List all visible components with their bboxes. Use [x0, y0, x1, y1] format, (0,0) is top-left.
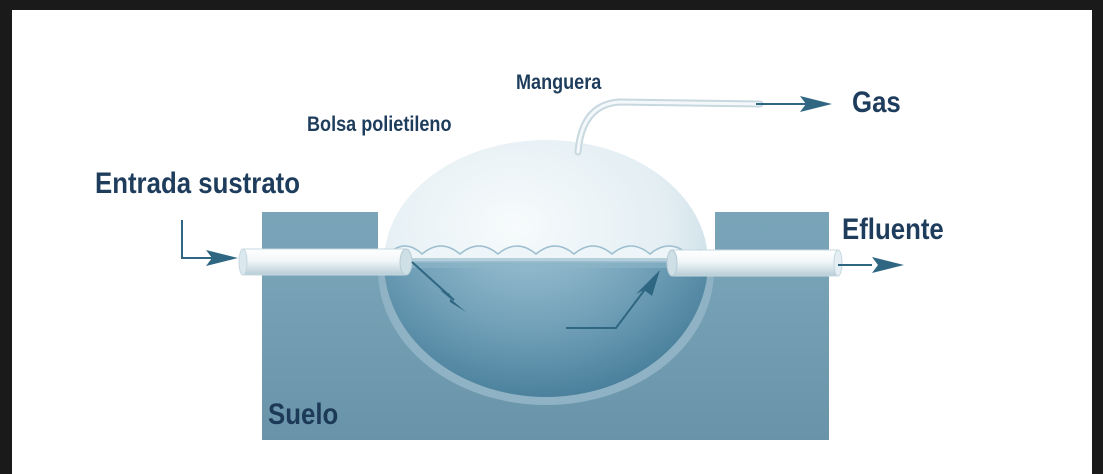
inlet-pipe	[238, 248, 413, 276]
label-gas: Gas	[852, 86, 901, 119]
liquid-substrate	[384, 255, 708, 397]
polyethylene-bag-dome	[384, 140, 708, 255]
label-bolsa-polietileno: Bolsa polietileno	[307, 113, 452, 136]
flow-arrow-up	[566, 270, 660, 329]
label-manguera: Manguera	[516, 71, 602, 94]
label-efluente: Efluente	[842, 213, 944, 246]
liquid-surface-shade	[390, 258, 706, 268]
flow-arrow-down	[411, 261, 466, 312]
gas-hose-highlight	[576, 100, 762, 154]
effluent-arrow	[838, 257, 904, 273]
gas-outlet-arrow	[756, 96, 832, 112]
label-entrada-sustrato: Entrada sustrato	[95, 167, 301, 200]
outlet-pipe	[666, 249, 843, 277]
substrate-inlet-arrow	[181, 220, 238, 266]
label-suelo: Suelo	[268, 398, 339, 431]
